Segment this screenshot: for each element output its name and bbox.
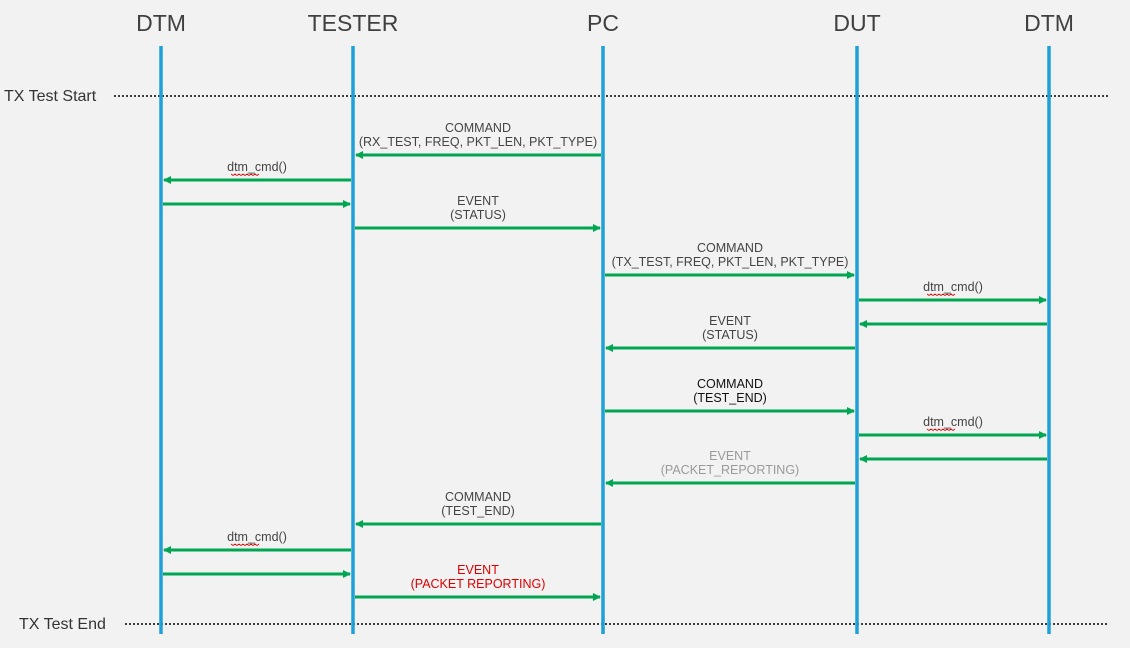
message-16: EVENT(PACKET REPORTING) [355,563,601,601]
message-6: dtm_cmd() [859,280,1047,304]
message-label: (TEST_END) [441,504,515,518]
message-label: (STATUS) [450,208,506,222]
message-label: COMMAND [445,490,511,504]
message-5: COMMAND(TX_TEST, FREQ, PKT_LEN, PKT_TYPE… [605,241,855,279]
lifeline-title-dtm-left: DTM [136,10,186,36]
lifeline-title-pc: PC [587,10,619,36]
message-9: COMMAND(TEST_END) [605,377,855,415]
message-label: COMMAND [445,121,511,135]
lifeline-title-dtm-right: DTM [1024,10,1074,36]
message-label: EVENT [709,449,751,463]
spellcheck-underline [926,293,956,296]
message-13: COMMAND(TEST_END) [355,490,601,528]
lifeline-title-dut: DUT [833,10,880,36]
message-label: (PACKET_REPORTING) [661,463,799,477]
message-label: dtm_cmd() [923,415,983,429]
message-label: dtm_cmd() [923,280,983,294]
message-10: dtm_cmd() [859,415,1047,439]
message-label: (RX_TEST, FREQ, PKT_LEN, PKT_TYPE) [359,135,597,149]
phase-label-end: TX Test End [19,616,106,633]
message-label: EVENT [457,194,499,208]
message-8: EVENT(STATUS) [605,314,855,352]
message-label: EVENT [457,563,499,577]
spellcheck-underline [230,173,260,176]
message-label: dtm_cmd() [227,530,287,544]
spellcheck-underline [230,543,260,546]
message-4: EVENT(STATUS) [355,194,601,232]
message-label: dtm_cmd() [227,160,287,174]
lifeline-title-tester: TESTER [308,10,399,36]
phase-label-start: TX Test Start [4,88,97,105]
message-label: COMMAND [697,241,763,255]
spellcheck-underline [926,428,956,431]
message-label: EVENT [709,314,751,328]
message-1: COMMAND(RX_TEST, FREQ, PKT_LEN, PKT_TYPE… [355,121,601,159]
message-label: (STATUS) [702,328,758,342]
message-label: (PACKET REPORTING) [411,577,546,591]
message-label: (TX_TEST, FREQ, PKT_LEN, PKT_TYPE) [612,255,849,269]
message-12: EVENT(PACKET_REPORTING) [605,449,855,487]
message-label: COMMAND [697,377,763,391]
message-14: dtm_cmd() [163,530,351,554]
message-2: dtm_cmd() [163,160,351,184]
message-label: (TEST_END) [693,391,767,405]
